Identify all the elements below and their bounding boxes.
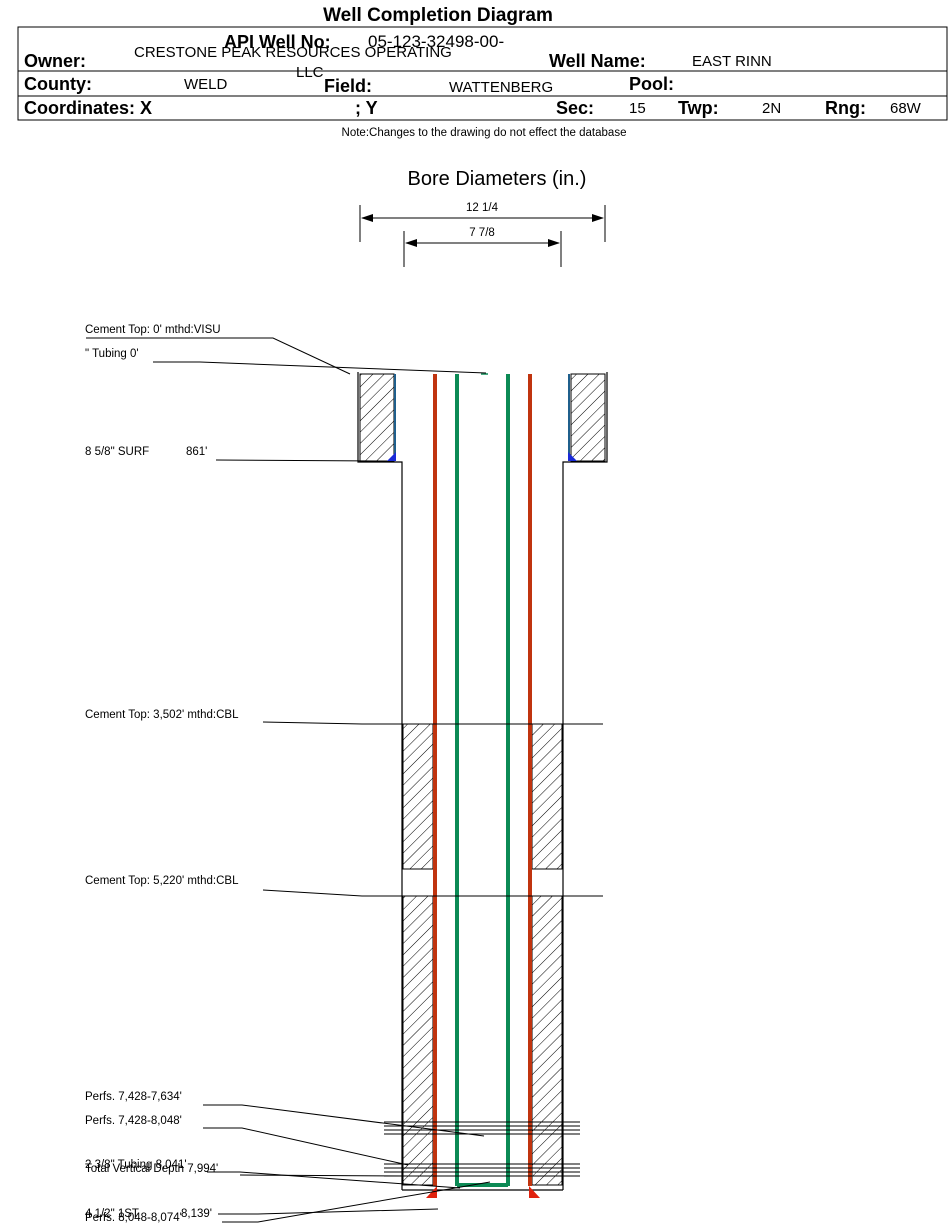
perforation-band-lower: [384, 1163, 580, 1177]
label-cement-top-3502: Cement Top: 3,502' mthd:CBL: [85, 709, 239, 721]
leader-tubing-bottom: [207, 1171, 461, 1189]
coord-x-label: Coordinates: X: [24, 98, 152, 118]
leader-cement-top-0: [86, 337, 351, 375]
borehole-wall-right: [562, 372, 608, 1190]
production-cement-lower-right: [531, 895, 563, 1186]
leader-tvd: [239, 1174, 411, 1177]
label-cement-top-5220: Cement Top: 5,220' mthd:CBL: [85, 875, 239, 887]
leader-perfs-1: [203, 1104, 485, 1137]
label-tubing-0: " Tubing 0': [85, 348, 139, 360]
field-label: Field:: [324, 76, 372, 96]
leader-surf: [215, 459, 381, 462]
rng-value: 68W: [890, 100, 922, 117]
leader-perfs-2: [203, 1127, 409, 1166]
arrow-right-icon: [548, 239, 560, 247]
leader-prod-casing: [218, 1208, 439, 1215]
bore-inner-label: 7 7/8: [469, 227, 495, 239]
header-frame: [17, 26, 948, 121]
perforation-band-upper: [384, 1121, 580, 1135]
surface-shoe-right: [568, 452, 577, 461]
label-cement-top-0: Cement Top: 0' mthd:VISU: [85, 324, 221, 336]
leader-perfs-3: [222, 1181, 491, 1223]
bore-diameters: Bore Diameters (in.) 12 1/4 7 7/8: [359, 168, 606, 267]
leader-cement-3502: [262, 721, 603, 725]
borehole-wall-left: [357, 372, 403, 1190]
annotations: [86, 337, 603, 1223]
owner-value: CRESTONE PEAK RESOURCES OPERATING: [134, 44, 452, 61]
label-surf-depth: 861': [186, 446, 207, 458]
bore-outer-label: 12 1/4: [466, 202, 499, 214]
well-name-label: Well Name:: [549, 51, 646, 71]
pool-label: Pool:: [629, 74, 674, 94]
twp-label: Twp:: [678, 98, 719, 118]
label-prod-casing: 4 1/2" 1ST: [85, 1208, 139, 1220]
casing-shoe-right: [529, 1186, 540, 1198]
label-surf-casing: 8 5/8" SURF: [85, 446, 149, 458]
arrow-left-icon: [361, 214, 373, 222]
owner-value-cont: LLC: [296, 64, 324, 81]
api-value: 05-123-32498-00-: [368, 32, 504, 51]
label-perfs-3: Perfs. 8,048-8,074': [85, 1212, 182, 1224]
well-name-value: EAST RINN: [692, 53, 772, 70]
surface-cement-left: [359, 373, 395, 462]
sec-value: 15: [629, 100, 646, 117]
api-label: API Well No:: [224, 32, 331, 52]
county-label: County:: [24, 74, 92, 94]
label-perfs-2: Perfs. 7,428-8,048': [85, 1115, 182, 1127]
annotation-labels: Cement Top: 0' mthd:VISU " Tubing 0' 8 5…: [85, 324, 239, 1224]
twp-value: 2N: [762, 100, 781, 117]
arrow-left-icon: [405, 239, 417, 247]
diagram-title: Well Completion Diagram: [323, 5, 553, 26]
surface-shoe-left: [387, 452, 396, 461]
owner-label: Owner:: [24, 51, 86, 71]
county-value: WELD: [184, 76, 228, 93]
label-tubing-bottom: 2 3/8" Tubing 8,041': [85, 1159, 187, 1171]
leader-cement-5220: [262, 889, 603, 897]
arrow-right-icon: [592, 214, 604, 222]
production-cement-upper-left: [402, 723, 434, 870]
surface-cement-right: [570, 373, 606, 462]
leader-tubing-0: [153, 361, 487, 374]
database-note: Note:Changes to the drawing do not effec…: [342, 127, 627, 139]
label-prod-depth: 8,139': [181, 1208, 212, 1220]
rng-label: Rng:: [825, 98, 866, 118]
field-value: WATTENBERG: [449, 79, 553, 96]
coord-y-label: ; Y: [355, 98, 378, 118]
sec-label: Sec:: [556, 98, 594, 118]
header-block: Well Completion Diagram API Well No: 05-…: [17, 5, 948, 139]
production-cement-upper-right: [531, 723, 563, 870]
production-cement-lower-left: [402, 895, 434, 1186]
label-total-vertical-depth: Total Vertical Depth 7,994': [85, 1163, 218, 1175]
label-perfs-1: Perfs. 7,428-7,634': [85, 1091, 182, 1103]
bore-title: Bore Diameters (in.): [408, 168, 587, 190]
wellbore-schematic: [357, 372, 608, 1198]
